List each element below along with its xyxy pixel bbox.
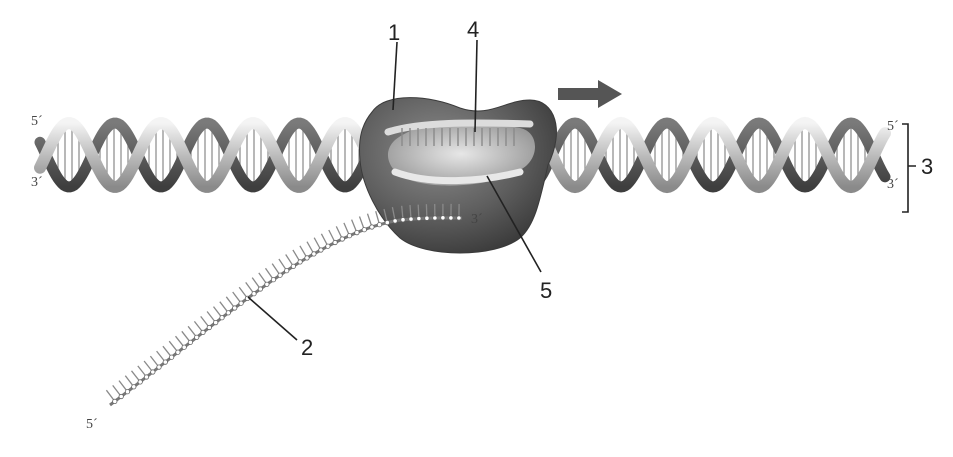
rna-sugar [290,263,296,269]
end-label-rna-5prime: 5´ [86,417,98,432]
rna-sugar [206,324,212,331]
rna-sugar [194,334,200,340]
rna-sugar [400,217,406,223]
rna-sugar [124,389,131,395]
rna-sugar [284,268,290,274]
rna-bases [105,203,462,404]
rna-sugar [346,233,353,239]
rna-sugar [332,239,338,246]
rna-sugar [257,286,263,292]
rna-sugar [432,215,438,221]
dna-front-strand [519,116,891,194]
rna-sugar [354,230,360,236]
rna-sugar [150,369,156,375]
rna-sugar [112,398,118,404]
leader-line-2 [247,296,298,341]
dna-double-helix [34,116,891,194]
rna-sugar [270,277,277,283]
label-enzyme: 1 [388,20,400,45]
rna-sugar [156,364,162,370]
rna-backbone [109,216,463,407]
end-label-right-bottom: 3´ [887,177,899,192]
rna-sugar [225,310,231,316]
rna-sugar [304,255,310,261]
label-template-strand: 4 [467,17,479,42]
end-label-rna-3prime: 3´ [471,212,483,227]
rna-sugar [175,349,181,355]
rna-sugar [369,224,375,230]
end-label-left-top: 5´ [31,114,43,129]
rna-sugar [416,215,422,222]
rna-sugar [376,222,383,228]
leader-line-4 [474,39,478,133]
template-strand [384,119,534,136]
rna-sugar [181,344,187,350]
rna-sugar [131,384,137,390]
transcription-bubble [384,119,535,186]
rna-sugar [384,220,390,226]
rna-sugar [339,236,345,242]
rna-transcript [105,203,463,407]
label-hybrid: 5 [540,278,552,303]
rna-sugar [424,215,430,221]
rna-sugar [169,354,175,360]
rna-sugar [143,374,150,380]
rna-sugar [187,339,193,345]
end-label-right-top: 5´ [887,119,899,134]
rna-sugar [448,215,454,221]
rna-sugar [238,300,244,306]
rna-sugar [251,291,257,297]
rna-sugar [213,319,219,326]
rna-sugar [408,216,414,222]
label-transcript: 2 [301,335,313,360]
rna-sugar [118,393,124,400]
leader-line-5 [486,175,542,273]
leader-line-1 [392,41,398,111]
rna-sugar [440,215,446,221]
rna-sugar [297,259,303,265]
rna-sugar [318,247,324,253]
direction-arrow [558,80,622,108]
label-dna-duplex: 3 [921,154,933,179]
rna-sugar [232,305,238,311]
rna-sugar [392,218,398,224]
rna-sugar [456,215,462,221]
coding-strand [391,168,524,185]
rna-sugar [200,329,206,335]
rna-sugar [137,379,143,385]
rna-sugar [162,359,168,365]
rna-sugar [264,281,270,287]
rna-sugar [311,251,317,257]
bubble-base-pairs [401,128,515,146]
rna-sugar [277,272,283,278]
dna-bracket [902,123,916,213]
rna-sugar [219,315,225,321]
dna-front-strand [34,117,388,193]
rna-sugar [325,243,331,249]
rna-sugar [361,227,367,233]
end-label-left-bottom: 3´ [31,175,43,190]
